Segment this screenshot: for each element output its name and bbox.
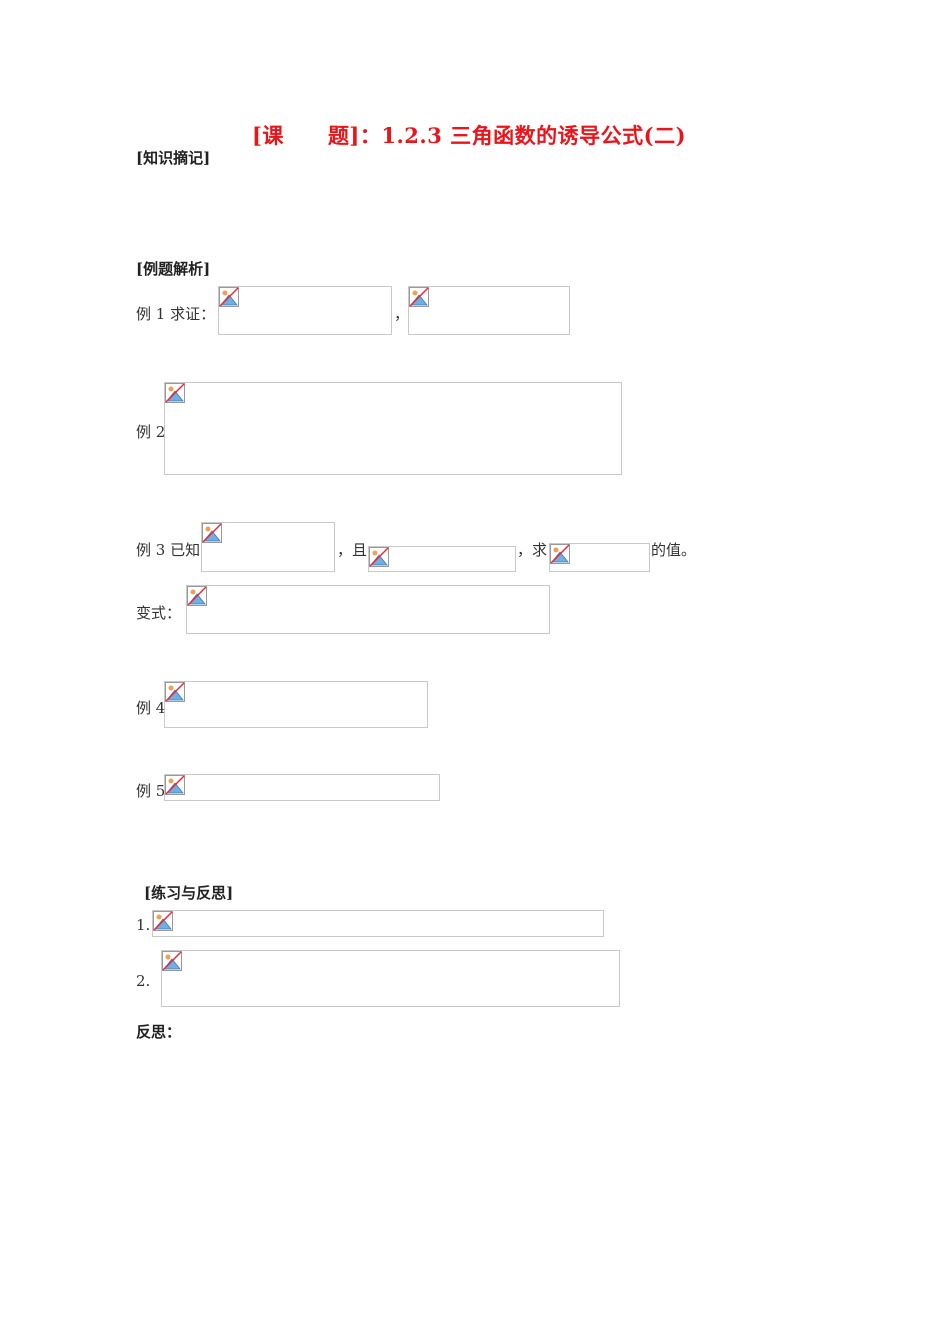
example3-formula-image-1 — [201, 522, 335, 572]
example1-formula-image-1 — [218, 286, 392, 335]
broken-image-icon — [202, 523, 222, 543]
example5-formula-image — [164, 774, 440, 801]
practice-item2-formula-image — [161, 950, 620, 1007]
example3-end: 的值。 — [651, 541, 697, 559]
broken-image-icon — [187, 586, 207, 606]
knowledge-heading: [知识摘记] — [136, 149, 211, 167]
practice-heading: [练习与反思] — [144, 884, 234, 902]
example3-mid1: ，且 — [337, 541, 368, 559]
example1-separator: ， — [394, 305, 410, 323]
example3-mid2: ，求 — [517, 541, 548, 559]
broken-image-icon — [550, 544, 570, 564]
broken-image-icon — [219, 287, 239, 307]
example2-label: 例 2 — [136, 423, 166, 441]
variant-formula-image — [186, 585, 550, 634]
example4-formula-image — [164, 681, 428, 728]
broken-image-icon — [162, 951, 182, 971]
example2-formula-image — [164, 382, 622, 475]
example3-formula-image-2 — [368, 546, 516, 572]
title-suffix: 题]：1.2.3 三角函数的诱导公式(二) — [327, 123, 687, 148]
examples-heading: [例题解析] — [136, 260, 211, 278]
title-prefix: [课 — [252, 123, 284, 148]
example5-label: 例 5 — [136, 782, 166, 800]
example4-label: 例 4 — [136, 699, 166, 717]
example3-formula-image-3 — [549, 543, 650, 572]
example3-label: 例 3 已知 — [136, 541, 201, 559]
practice-item1-formula-image — [152, 910, 604, 937]
broken-image-icon — [153, 911, 173, 931]
page-title: [课 题]：1.2.3 三角函数的诱导公式(二) — [252, 120, 686, 150]
broken-image-icon — [409, 287, 429, 307]
broken-image-icon — [165, 775, 185, 795]
reflection-heading: 反思： — [136, 1023, 182, 1041]
practice-item1-label: 1. — [136, 916, 151, 934]
broken-image-icon — [165, 383, 185, 403]
practice-item2-label: 2. — [136, 972, 151, 990]
example1-formula-image-2 — [408, 286, 570, 335]
variant-label: 变式： — [136, 604, 182, 622]
broken-image-icon — [369, 547, 389, 567]
example1-label: 例 1 求证： — [136, 305, 216, 323]
broken-image-icon — [165, 682, 185, 702]
